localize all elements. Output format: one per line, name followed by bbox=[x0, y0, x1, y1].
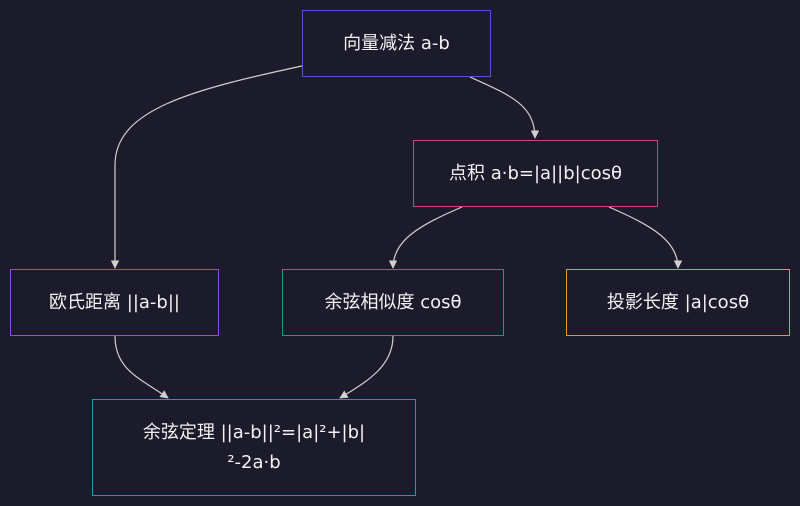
edge-dot-product-to-projection bbox=[608, 206, 683, 269]
node-dot-product-label: 点积 a·b=|a||b|cosθ bbox=[449, 162, 622, 184]
node-euclidean-distance: 欧氏距离 ||a-b|| bbox=[10, 269, 219, 336]
node-euclidean-distance-label: 欧氏距离 ||a-b|| bbox=[49, 291, 180, 313]
node-law-of-cosines-label: 余弦定理 ||a-b||²=|a|²+|b|²-2a·b bbox=[142, 421, 366, 473]
edge-dot-product-to-cosine-similarity bbox=[388, 206, 463, 269]
node-projection-length-label: 投影长度 |a|cosθ bbox=[606, 291, 750, 313]
node-law-of-cosines: 余弦定理 ||a-b||²=|a|²+|b|²-2a·b bbox=[92, 399, 416, 496]
node-cosine-similarity-label: 余弦相似度 cosθ bbox=[324, 291, 462, 313]
node-dot-product: 点积 a·b=|a||b|cosθ bbox=[413, 140, 658, 207]
node-cosine-similarity: 余弦相似度 cosθ bbox=[282, 269, 504, 336]
edge-subtraction-to-dot-product bbox=[469, 76, 540, 139]
edge-euclidean-to-law-of-cosines bbox=[114, 335, 169, 399]
node-vector-subtraction: 向量减法 a-b bbox=[302, 10, 491, 77]
node-vector-subtraction-label: 向量减法 a-b bbox=[343, 32, 450, 54]
node-projection-length: 投影长度 |a|cosθ bbox=[566, 269, 790, 336]
edge-cosine-similarity-to-law-of-cosines bbox=[339, 335, 394, 399]
edge-subtraction-to-euclidean bbox=[110, 65, 303, 269]
